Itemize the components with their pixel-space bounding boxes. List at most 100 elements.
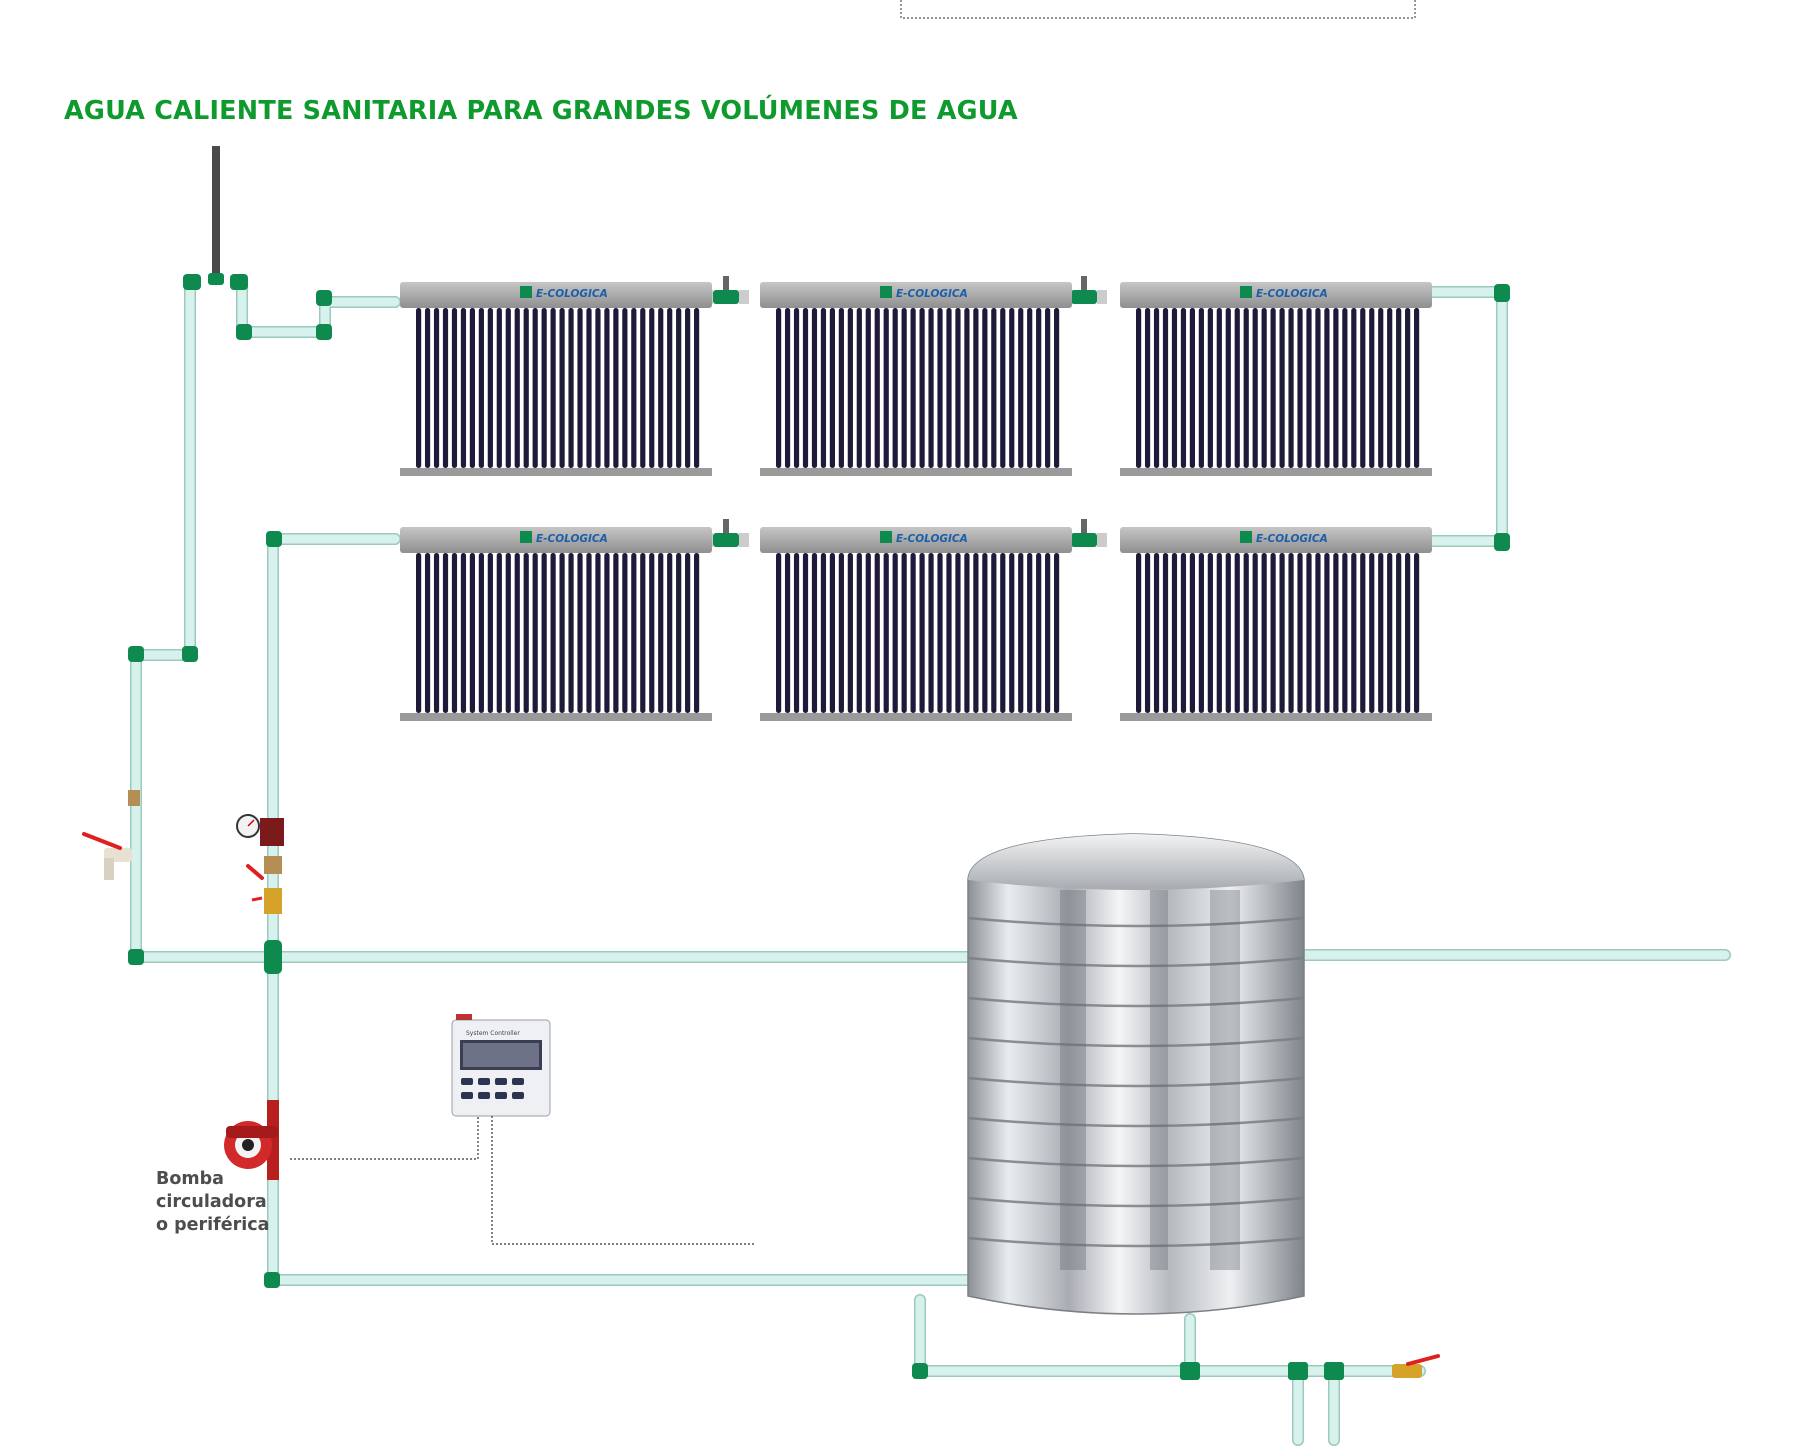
vacuum-tube bbox=[1153, 308, 1160, 468]
brand-logo-icon bbox=[1240, 286, 1252, 298]
vacuum-tube bbox=[451, 308, 458, 468]
vacuum-tube bbox=[892, 553, 898, 713]
vacuum-tube bbox=[973, 308, 979, 468]
vacuum-tube bbox=[559, 553, 565, 713]
solar-collector-6: E-COLOGICA bbox=[1120, 527, 1432, 721]
vacuum-tube bbox=[631, 308, 637, 468]
hose-bib-faucet-icon bbox=[82, 790, 140, 880]
vacuum-tube bbox=[1315, 553, 1321, 713]
vacuum-tube bbox=[865, 308, 871, 468]
vacuum-tube bbox=[595, 308, 601, 468]
vacuum-tube bbox=[604, 553, 610, 713]
vacuum-tube bbox=[559, 308, 565, 468]
vacuum-tube bbox=[469, 308, 476, 468]
collector-header bbox=[400, 527, 712, 553]
vacuum-tube bbox=[460, 308, 467, 468]
vacuum-tube bbox=[622, 553, 628, 713]
vacuum-tube bbox=[1369, 553, 1375, 713]
vacuum-tube bbox=[469, 553, 476, 713]
svg-text:System Controller: System Controller bbox=[466, 1030, 520, 1037]
drain-valve-icon bbox=[1392, 1354, 1440, 1378]
vacuum-tube bbox=[901, 308, 907, 468]
vacuum-tube bbox=[991, 308, 997, 468]
vacuum-tube bbox=[631, 553, 637, 713]
vacuum-tube bbox=[1360, 308, 1366, 468]
vacuum-tube bbox=[811, 308, 818, 468]
vacuum-tube bbox=[1261, 553, 1267, 713]
vacuum-tube bbox=[1162, 308, 1169, 468]
collector-brand: E-COLOGICA bbox=[1256, 533, 1328, 545]
vacuum-tube bbox=[1315, 308, 1321, 468]
vacuum-tube bbox=[1189, 308, 1196, 468]
vacuum-tube bbox=[901, 553, 907, 713]
solar-collector-4: E-COLOGICA bbox=[400, 527, 712, 721]
vacuum-tube bbox=[937, 553, 943, 713]
collector-brand: E-COLOGICA bbox=[536, 288, 608, 300]
vacuum-tube bbox=[1009, 553, 1015, 713]
vacuum-tube bbox=[1342, 308, 1348, 468]
solar-collector-5: E-COLOGICA bbox=[760, 527, 1072, 721]
vacuum-tube bbox=[919, 308, 925, 468]
vacuum-tube bbox=[784, 553, 791, 713]
collector-header bbox=[1120, 282, 1432, 308]
vacuum-tube bbox=[928, 553, 934, 713]
vacuum-tube bbox=[776, 553, 782, 713]
vacuum-tube bbox=[694, 308, 700, 468]
vacuum-tube bbox=[433, 553, 440, 713]
vacuum-tube bbox=[1171, 308, 1178, 468]
vacuum-tube bbox=[1396, 553, 1402, 713]
pump-label: Bomba circuladora o periférica bbox=[156, 1168, 296, 1237]
vacuum-tube bbox=[1387, 553, 1393, 713]
vacuum-tube bbox=[416, 308, 422, 468]
vacuum-tube bbox=[577, 308, 583, 468]
vacuum-tube bbox=[532, 308, 538, 468]
vacuum-tube bbox=[802, 308, 809, 468]
brand-logo-icon bbox=[880, 286, 892, 298]
pump-label-line-3: o periférica bbox=[156, 1215, 270, 1235]
vacuum-tube bbox=[1297, 308, 1303, 468]
vacuum-tube bbox=[1036, 308, 1042, 468]
vacuum-tube bbox=[793, 308, 800, 468]
vacuum-tube bbox=[1351, 308, 1357, 468]
vacuum-tube bbox=[694, 553, 700, 713]
vacuum-tube bbox=[478, 308, 484, 468]
vacuum-tube bbox=[1252, 553, 1258, 713]
vacuum-tube bbox=[856, 553, 862, 713]
vacuum-tube bbox=[991, 553, 997, 713]
vacuum-tube bbox=[1396, 308, 1402, 468]
collector-header bbox=[760, 282, 1072, 308]
vacuum-tube bbox=[1180, 553, 1187, 713]
sensor-wiring bbox=[290, 1116, 754, 1245]
collector-header bbox=[400, 282, 712, 308]
vacuum-tube bbox=[1297, 553, 1303, 713]
vacuum-tube bbox=[1369, 308, 1375, 468]
vacuum-tube bbox=[568, 553, 574, 713]
vacuum-tube bbox=[640, 553, 646, 713]
vacuum-tube bbox=[1324, 308, 1330, 468]
vacuum-tube bbox=[1162, 553, 1169, 713]
vacuum-tube bbox=[595, 553, 601, 713]
vacuum-tube bbox=[1027, 553, 1033, 713]
vacuum-tube bbox=[433, 308, 440, 468]
vacuum-tube bbox=[946, 308, 952, 468]
vacuum-tube bbox=[523, 553, 529, 713]
pressure-gauge-icon bbox=[236, 814, 284, 846]
vacuum-tube bbox=[1270, 308, 1276, 468]
collector-bottom-rail bbox=[760, 713, 1072, 721]
vacuum-tube bbox=[658, 553, 664, 713]
vacuum-tube bbox=[487, 308, 493, 468]
vacuum-tube bbox=[1351, 553, 1357, 713]
collector-bottom-rail bbox=[400, 713, 712, 721]
vacuum-tube bbox=[838, 308, 844, 468]
vacuum-tube bbox=[550, 553, 556, 713]
collector-brand: E-COLOGICA bbox=[896, 533, 968, 545]
top-dotted-frame bbox=[900, 0, 1416, 19]
vacuum-tube bbox=[1216, 308, 1222, 468]
vacuum-tube bbox=[776, 308, 782, 468]
vacuum-tube bbox=[416, 553, 422, 713]
vacuum-tube bbox=[523, 308, 529, 468]
vacuum-tube bbox=[883, 308, 889, 468]
vacuum-tube bbox=[955, 308, 961, 468]
vacuum-tube bbox=[838, 553, 844, 713]
